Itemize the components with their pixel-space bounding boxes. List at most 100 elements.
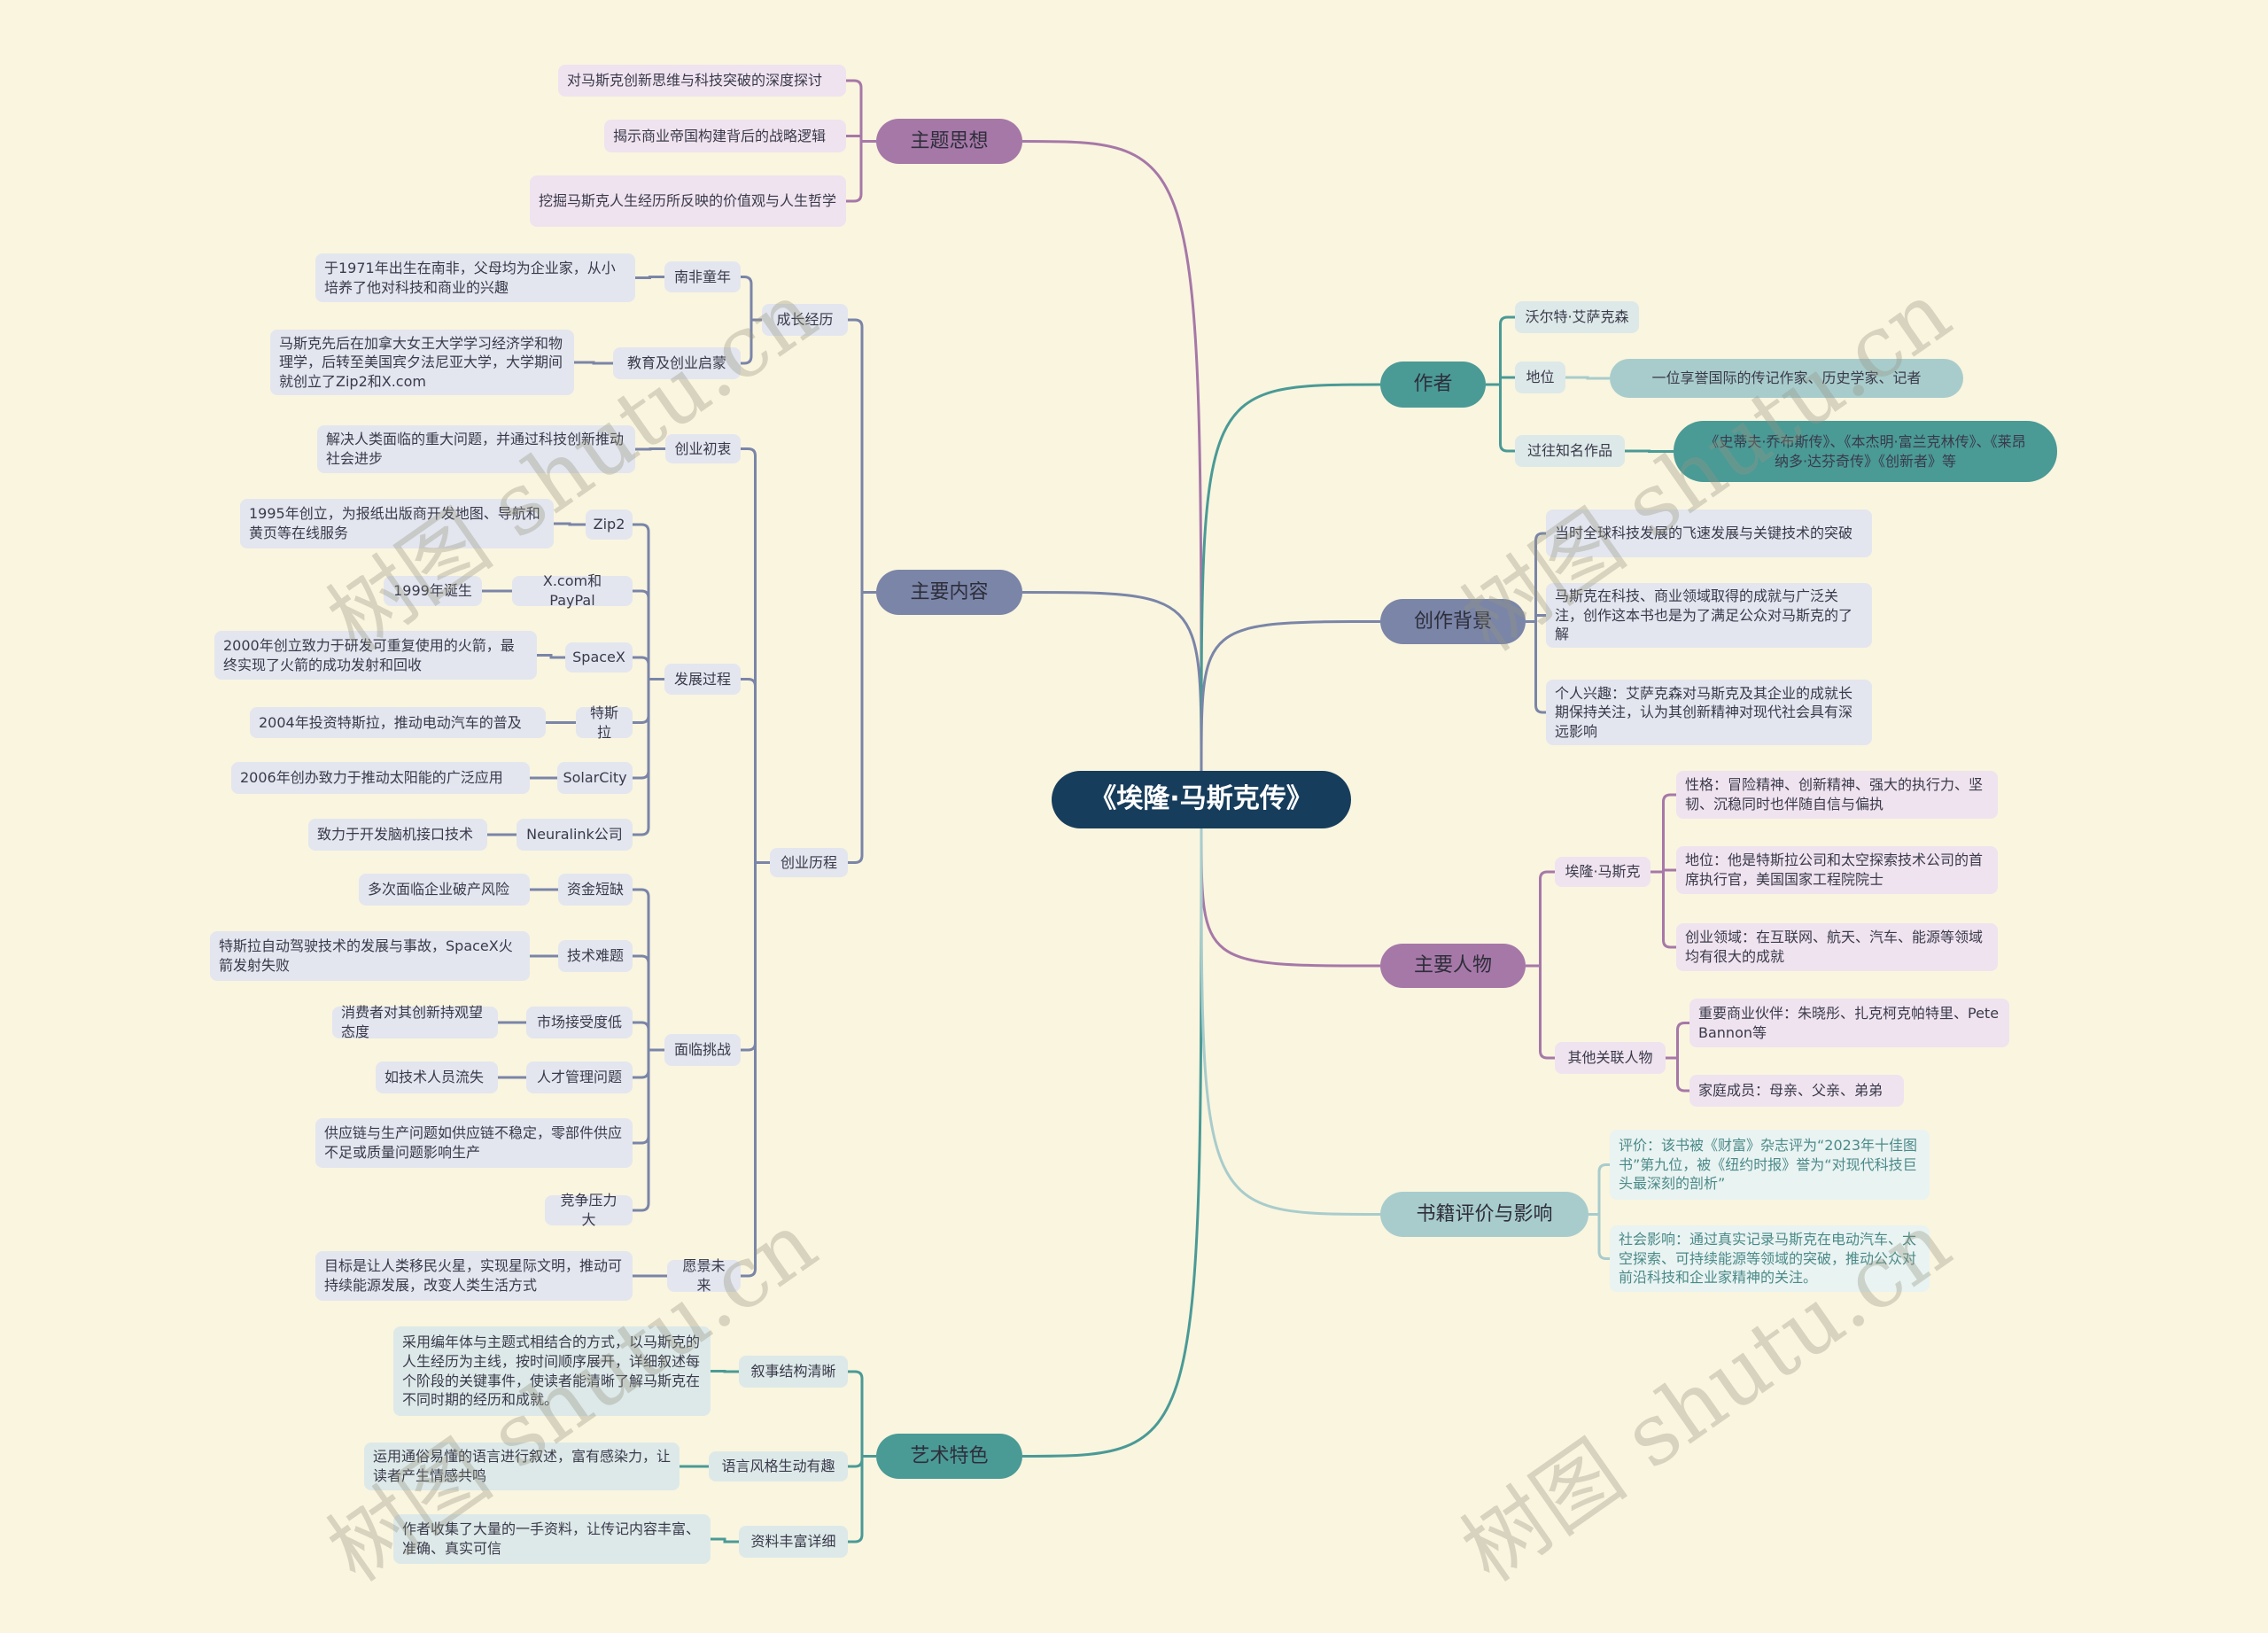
art-language-text[interactable]: 运用通俗易懂的语言进行叙述，富有感染力，让读者产生情感共鸣: [364, 1442, 680, 1490]
education-text[interactable]: 马斯克先后在加拿大女王大学学习经济学和物理学，后转至美国宾夕法尼亚大学，大学期间…: [270, 330, 574, 395]
market-text[interactable]: 消费者对其创新持观望态度: [332, 1004, 498, 1040]
art-material-node[interactable]: 资料丰富详细: [739, 1526, 848, 1558]
connector-line: [1526, 620, 1546, 714]
musk-node[interactable]: 埃隆·马斯克: [1555, 857, 1651, 887]
central-topic[interactable]: 《埃隆·马斯克传》: [1052, 771, 1351, 828]
art-language-node[interactable]: 语言风格生动有趣: [709, 1451, 848, 1481]
career-node[interactable]: 创业历程: [770, 848, 848, 877]
vision-node[interactable]: 愿景未来: [667, 1257, 741, 1294]
connector-line: [846, 134, 876, 143]
connector-line: [1526, 532, 1546, 623]
connector-line: [633, 589, 664, 680]
challenges-node[interactable]: 面临挑战: [664, 1034, 741, 1066]
motive-text[interactable]: 解决人类面临的重大问题，并通过科技创新推动社会进步: [317, 425, 635, 473]
musk-item[interactable]: 创业领域：在互联网、航天、汽车、能源等领域均有很大的成就: [1676, 923, 1998, 971]
tech-text[interactable]: 特斯拉自动驾驶技术的发展与事故，SpaceX火箭发射失败: [210, 931, 530, 981]
others-node[interactable]: 其他关联人物: [1555, 1042, 1666, 1074]
paypal-text[interactable]: 1999年诞生: [384, 576, 482, 606]
tech-node[interactable]: 技术难题: [558, 940, 633, 972]
connector-line: [554, 522, 586, 526]
connector-line: [633, 1021, 664, 1052]
solarcity-node[interactable]: SolarCity: [557, 762, 633, 794]
connector-line: [741, 678, 770, 864]
branch-theme[interactable]: 主题思想: [876, 119, 1022, 164]
paypal-node[interactable]: X.com和PayPal: [512, 572, 633, 609]
growth-node[interactable]: 成长经历: [762, 304, 848, 336]
branch-background[interactable]: 创作背景: [1380, 599, 1526, 644]
connector-line: [1021, 140, 1203, 772]
musk-item[interactable]: 性格：冒险精神、创新精神、强大的执行力、坚韧、沉稳同时也伴随自信与偏执: [1676, 771, 1998, 819]
spacex-text[interactable]: 2000年创立致力于研发可重复使用的火箭，最终实现了火箭的成功发射和回收: [214, 631, 537, 680]
art-narrative-text[interactable]: 采用编年体与主题式相结合的方式，以马斯克的人生经历为主线，按时间顺序展开，详细叙…: [393, 1326, 711, 1416]
tesla-text[interactable]: 2004年投资特斯拉，推动电动汽车的普及: [250, 707, 546, 738]
art-material-text[interactable]: 作者收集了大量的一手资料，让传记内容丰富、准确、真实可信: [393, 1514, 711, 1564]
theme-item[interactable]: 挖掘马斯克人生经历所反映的价值观与人生哲学: [530, 175, 846, 227]
connector-line: [741, 447, 770, 864]
vision-text[interactable]: 目标是让人类移民火星，实现星际文明，推动可持续能源发展，改变人类生活方式: [315, 1251, 633, 1301]
connector-line: [1526, 613, 1546, 623]
review-item[interactable]: 社会影响：通过真实记录马斯克在电动汽车、太空探索、可持续能源等领域的突破，推动公…: [1610, 1225, 1930, 1292]
author-works-text[interactable]: 《史蒂夫·乔布斯传》、《本杰明·富兰克林传》、《莱昂纳多·达芬奇传》《创新者》等: [1674, 421, 2057, 482]
connector-line: [848, 1370, 876, 1458]
connector-line: [1021, 828, 1203, 1458]
author-works-node[interactable]: 过往知名作品: [1515, 435, 1625, 467]
childhood-text[interactable]: 于1971年出生在南非，父母均为企业家，从小培养了他对科技和商业的兴趣: [315, 253, 635, 302]
zip2-text[interactable]: 1995年创立，为报纸出版商开发地图、导航和黄页等在线服务: [240, 499, 554, 548]
connector-line: [1526, 870, 1555, 968]
connector-line: [635, 447, 665, 451]
talent-text[interactable]: 如技术人员流失: [376, 1061, 498, 1093]
connector-line: [1200, 620, 1381, 772]
development-node[interactable]: 发展过程: [664, 664, 741, 695]
connector-line: [1486, 376, 1515, 386]
talent-node[interactable]: 人才管理问题: [526, 1061, 633, 1093]
connector-line: [1021, 591, 1203, 772]
theme-item[interactable]: 对马斯克创新思维与科技突破的深度探讨: [558, 65, 846, 97]
art-narrative-node[interactable]: 叙事结构清晰: [739, 1356, 848, 1388]
connector-line: [633, 523, 664, 680]
connector-line: [1625, 449, 1674, 453]
background-item[interactable]: 个人兴趣：艾萨克森对马斯克及其企业的成就长期保持关注，认为其创新精神对现代社会具…: [1546, 680, 1872, 745]
theme-item[interactable]: 揭示商业帝国构建背后的战略逻辑: [604, 120, 846, 152]
branch-art[interactable]: 艺术特色: [876, 1434, 1022, 1479]
funding-text[interactable]: 多次面临企业破产风险: [359, 874, 530, 906]
connector-line: [741, 318, 762, 365]
connector-line: [846, 140, 876, 203]
background-item[interactable]: 当时全球科技发展的飞速发展与关键技术的突破: [1546, 509, 1872, 557]
market-node[interactable]: 市场接受度低: [526, 1007, 633, 1038]
others-item[interactable]: 重要商业伙伴：朱晓彤、扎克柯克帕特里、Pete Bannon等: [1689, 999, 2009, 1047]
author-status-node[interactable]: 地位: [1515, 362, 1565, 393]
connector-line: [1651, 870, 1676, 949]
solarcity-text[interactable]: 2006年创办致力于推动太阳能的广泛应用: [231, 762, 530, 794]
motive-node[interactable]: 创业初衷: [665, 434, 741, 463]
connector-line: [537, 654, 565, 659]
supply-chain-text[interactable]: 供应链与生产问题如供应链不稳定，零部件供应不足或质量问题影响生产: [315, 1118, 633, 1168]
connector-line: [1486, 383, 1515, 453]
funding-node[interactable]: 资金短缺: [558, 874, 633, 906]
connector-line: [1565, 376, 1610, 380]
connector-line: [846, 79, 876, 143]
background-item[interactable]: 马斯克在科技、商业领域取得的成就与广泛关注，创作这本书也是为了满足公众对马斯克的…: [1546, 583, 1872, 648]
branch-content[interactable]: 主要内容: [876, 570, 1022, 615]
connector-line: [848, 1455, 876, 1544]
author-status-text[interactable]: 一位享誉国际的传记作家、历史学家、记者: [1610, 359, 1963, 398]
connector-line: [1486, 315, 1515, 386]
education-node[interactable]: 教育及创业启蒙: [613, 347, 741, 379]
author-name[interactable]: 沃尔特·艾萨克森: [1515, 301, 1639, 333]
competition-node[interactable]: 竞争压力大: [545, 1192, 633, 1228]
branch-author[interactable]: 作者: [1380, 362, 1486, 408]
connector-line: [633, 1048, 664, 1212]
tesla-node[interactable]: 特斯拉: [576, 704, 633, 741]
zip2-node[interactable]: Zip2: [586, 509, 633, 540]
connector-line: [1666, 1056, 1689, 1093]
musk-item[interactable]: 地位：他是特斯拉公司和太空探索技术公司的首席执行官，美国国家工程院院士: [1676, 846, 1998, 894]
branch-reviews[interactable]: 书籍评价与影响: [1380, 1192, 1588, 1237]
others-item[interactable]: 家庭成员：母亲、父亲、弟弟: [1689, 1075, 1904, 1107]
spacex-node[interactable]: SpaceX: [565, 642, 633, 673]
connector-line: [711, 1537, 739, 1544]
review-item[interactable]: 评价：该书被《财富》杂志评为“2023年十佳图书”第九位，被《纽约时报》誉为“对…: [1610, 1130, 1930, 1200]
neuralink-text[interactable]: 致力于开发脑机接口技术: [308, 819, 487, 851]
branch-characters[interactable]: 主要人物: [1380, 944, 1526, 988]
connector-line: [1200, 828, 1381, 1216]
childhood-node[interactable]: 南非童年: [664, 261, 741, 292]
neuralink-node[interactable]: Neuralink公司: [517, 819, 633, 851]
